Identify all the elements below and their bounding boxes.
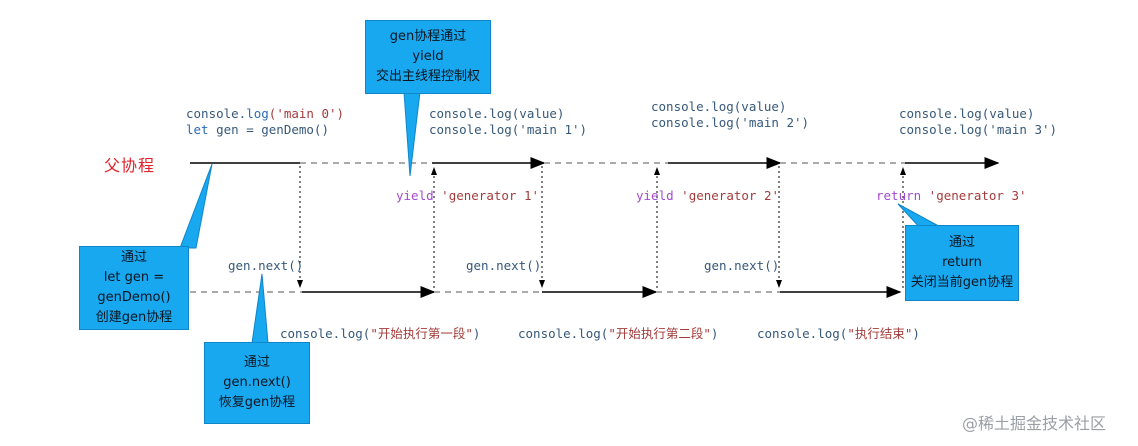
code-main-0: console.log('main 0') let gen = genDemo(… [186,106,344,138]
log2-str: "开始执行第二段" [608,326,711,341]
log1-suffix: ) [472,326,481,341]
code-main-3: console.log(value) console.log('main 3') [899,106,1057,138]
yield-callout-line-3: 交出主线程控制权 [375,69,480,84]
log3-str: "执行结束" [847,326,913,341]
log3-suffix: ) [912,326,920,341]
code-main2-line1: console.log(value) [651,99,787,114]
resume-callout-line-3: 恢复gen协程 [218,395,296,410]
code-main3-line2: console.log('main 3') [899,122,1058,137]
yield-generator-2: yield 'generator 2' [636,188,779,204]
transfer-arrows [297,166,906,288]
yield-kw-1: yield [396,188,434,203]
code-main1-line1: console.log(value) [429,106,565,121]
return-kw-3: return [876,188,922,203]
log3-prefix: console.log( [757,326,848,341]
code-main0-let: let [186,122,209,137]
code-main0-prefix: console. [186,106,247,121]
log-segment-2: console.log("开始执行第二段") [518,326,718,342]
code-main0-gen: gen = genDemo() [208,122,329,137]
gen-next-2: gen.next() [466,258,542,273]
return-generator-3: return 'generator 3' [876,188,1027,204]
create-callout-tail [179,163,213,249]
code-main-1: console.log(value) console.log('main 1') [429,106,587,138]
callout-tails [179,91,947,344]
return-callout-line-2: return [942,255,982,270]
create-callout-line-2: let gen = [103,270,165,285]
code-main3-line1: console.log(value) [899,106,1035,121]
yield-kw-2: yield [636,188,674,203]
resume-callout: 通过 gen.next() 恢复gen协程 [204,342,310,424]
code-main-2: console.log(value) console.log('main 2') [651,99,809,131]
code-main2-line2: console.log('main 2') [651,115,810,130]
log2-suffix: ) [710,326,719,341]
create-callout-line-1: 通过 [120,250,147,265]
yield-callout: gen协程通过 yield 交出主线程控制权 [365,20,491,94]
create-callout-line-3: genDemo() [97,290,171,305]
log1-str: "开始执行第一段" [370,326,473,341]
yield-generator-1: yield 'generator 1' [396,188,539,204]
yield-callout-tail [403,91,421,177]
return-callout: 通过 return 关闭当前gen协程 [905,225,1019,301]
log-segment-3: console.log("执行结束") [757,326,920,342]
code-main1-line2: console.log('main 1') [429,122,588,137]
watermark: @稀土掘金技术社区 [962,414,1107,433]
yield-str-1: 'generator 1' [433,188,539,203]
log-segment-1: console.log("开始执行第一段") [280,326,480,342]
code-main0-fn: log [246,106,269,121]
resume-callout-line-1: 通过 [243,355,270,370]
gen-next-1: gen.next() [228,258,304,273]
return-callout-line-1: 通过 [948,235,975,250]
return-str-3: 'generator 3' [921,188,1027,203]
yield-str-2: 'generator 2' [673,188,779,203]
gen-next-3: gen.next() [704,258,780,273]
log2-prefix: console.log( [518,326,609,341]
create-callout-line-4: 创建gen协程 [95,310,173,325]
yield-callout-line-2: yield [412,49,444,64]
resume-callout-line-2: gen.next() [223,375,291,390]
parent-coroutine-label: 父协程 [104,156,156,175]
resume-callout-tail [251,273,269,344]
yield-callout-line-1: gen协程通过 [389,29,467,44]
return-callout-line-3: 关闭当前gen协程 [910,275,1014,290]
code-main0-arg: ('main 0') [268,106,345,121]
create-callout: 通过 let gen = genDemo() 创建gen协程 [79,246,189,330]
log1-prefix: console.log( [280,326,371,341]
